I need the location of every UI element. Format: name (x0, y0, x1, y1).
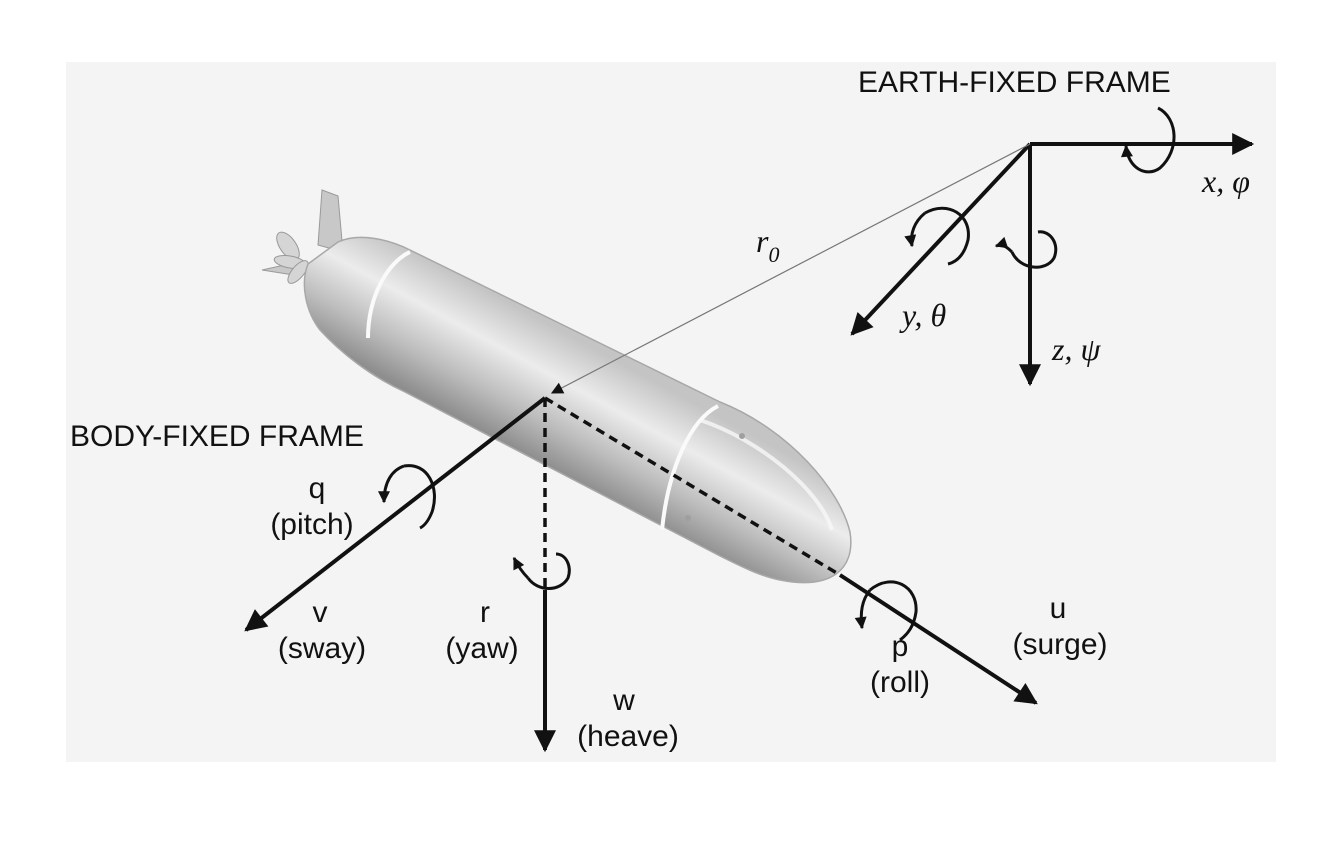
yaw-rate-label: r (480, 596, 490, 629)
heave-name-label: (heave) (577, 720, 679, 753)
theta-rotation-icon (924, 206, 970, 266)
pitch-rotation-icon (403, 464, 436, 530)
earth-fixed-frame (850, 106, 1255, 387)
propeller (273, 231, 309, 284)
surge-name-label: (surge) (1012, 628, 1107, 661)
earth-z-axis-label: z, ψ (1051, 331, 1101, 367)
phi-rotation-icon (1121, 106, 1176, 174)
roll-rate-label: p (892, 630, 909, 663)
sway-velocity-label: v (313, 596, 328, 629)
pitch-name-label: (pitch) (270, 508, 353, 541)
position-vector-symbol: r (756, 223, 769, 259)
roll-rotation-arrow (854, 589, 872, 630)
position-vector-label: r0 (756, 223, 779, 267)
auv-vehicle (261, 189, 852, 584)
hull-band-fore (660, 404, 719, 531)
yaw-name-label: (yaw) (445, 632, 518, 665)
body-surge-axis (838, 573, 1038, 705)
earth-y-axis-label: y, θ (899, 297, 946, 333)
sensor-dot (739, 433, 745, 439)
hull-body (303, 236, 852, 584)
theta-rotation-arrow (904, 211, 926, 248)
surge-velocity-label: u (1050, 592, 1067, 625)
psi-rotation-icon (1010, 230, 1058, 269)
position-vector-subscript: 0 (768, 242, 779, 267)
yaw-rotation-arrow (512, 556, 530, 580)
nose-highlight (699, 418, 834, 531)
body-sway-axis (244, 396, 547, 632)
body-frame-title: BODY-FIXED FRAME (70, 420, 364, 453)
roll-rotation-icon (869, 580, 918, 642)
yaw-rotation-icon (526, 552, 571, 590)
earth-frame-title: EARTH-FIXED FRAME (858, 66, 1171, 99)
earth-y-axis (850, 142, 1032, 336)
body-fixed-frame (244, 396, 1038, 753)
heave-velocity-label: w (612, 684, 635, 717)
earth-x-axis-label: x, φ (1201, 163, 1250, 199)
pitch-rotation-arrow (378, 464, 405, 504)
sensor-dot (685, 515, 691, 521)
body-surge-axis-hidden (544, 396, 841, 577)
pitch-rate-label: q (309, 472, 326, 505)
sway-name-label: (sway) (278, 632, 366, 665)
position-vector-r0 (550, 143, 1031, 394)
psi-rotation-arrow (994, 236, 1014, 254)
roll-name-label: (roll) (870, 666, 930, 699)
hull-band-aft (366, 250, 411, 339)
